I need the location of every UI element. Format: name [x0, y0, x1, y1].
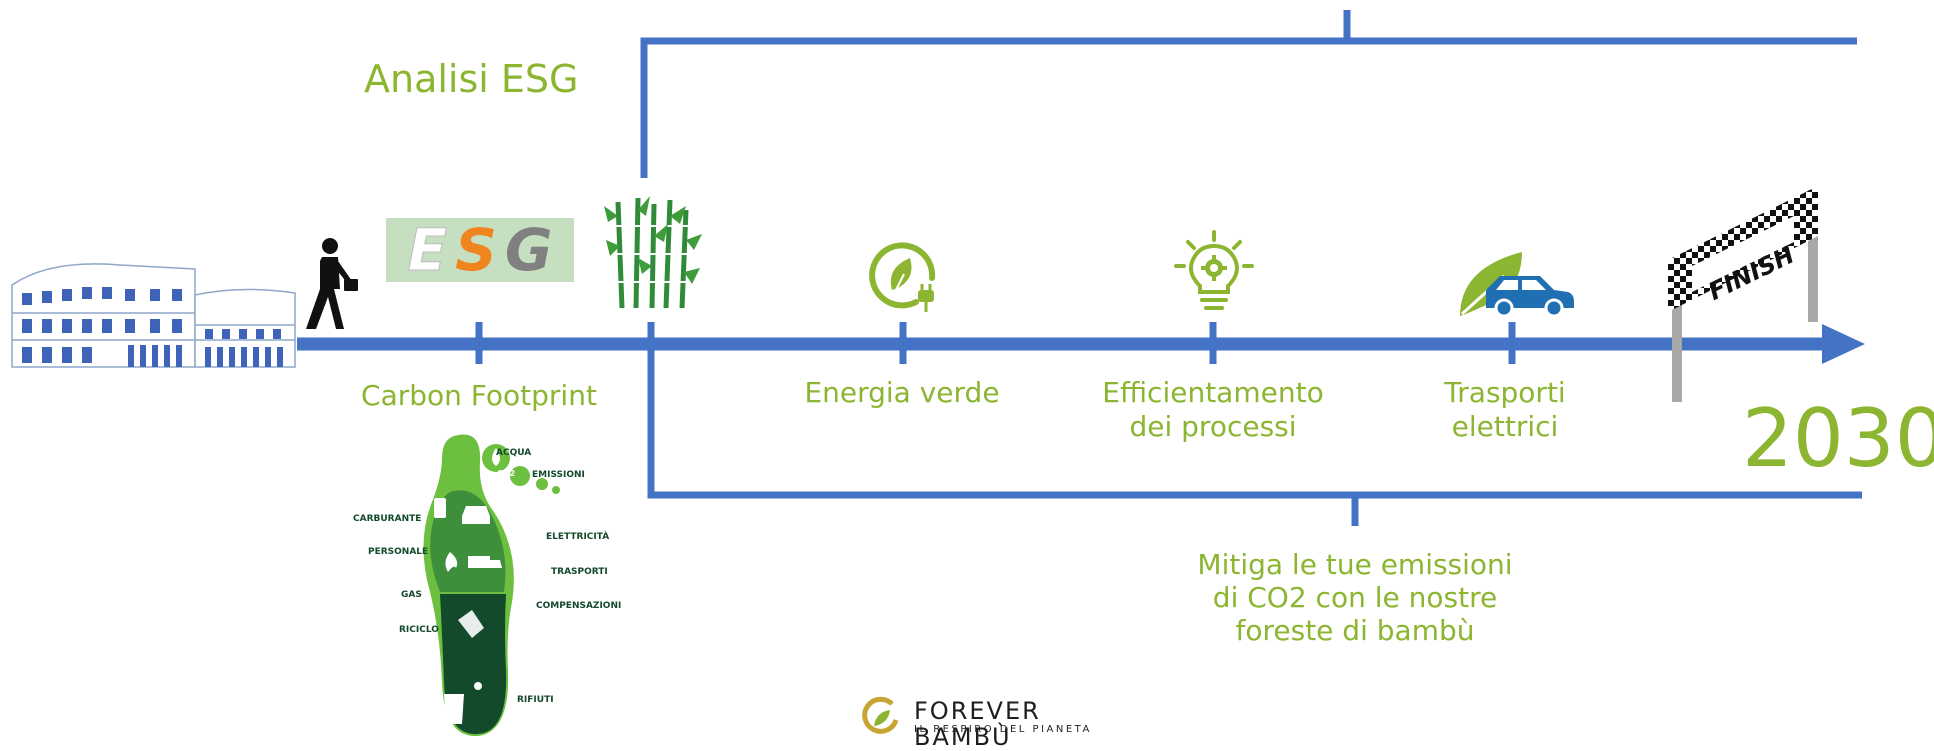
lower-bracket: [647, 345, 1862, 499]
milestone-label-efficientamento-line2: dei processi: [1129, 410, 1297, 443]
logo-tagline: IL RESPIRO DEL PIANETA: [914, 724, 1092, 735]
bamboo-offset-note: Mitiga le tue emissioni di CO2 con le no…: [1155, 548, 1555, 647]
esg-letter-g: G: [504, 216, 553, 284]
footprint-label-carburante: CARBURANTE: [353, 514, 422, 524]
target-year: 2030: [1742, 392, 1934, 485]
milestone-label-trasporti-line2: elettrici: [1451, 410, 1559, 443]
milestone-label-trasporti: Trasporti elettrici: [1355, 376, 1655, 444]
footprint-label-emissioni: EMISSIONI: [532, 470, 585, 480]
bamboo-icon: [604, 196, 702, 309]
upper-bracket: [640, 37, 1857, 178]
milestone-label-efficientamento-line1: Efficientamento: [1102, 376, 1324, 409]
footprint-label-gas: GAS: [401, 590, 422, 600]
milestone-label-efficientamento: Efficientamento dei processi: [1063, 376, 1363, 444]
analisi-esg-label: Analisi ESG: [364, 57, 579, 101]
milestone-label-trasporti-line1: Trasporti: [1444, 376, 1566, 409]
bamboo-offset-note-line2: di CO2 con le nostre: [1212, 581, 1498, 614]
finish-gate-icon: FINISH: [1668, 186, 1818, 402]
timeline-arrowhead: [1822, 324, 1865, 364]
footprint-label-compensazioni: COMPENSAZIONI: [536, 601, 622, 611]
lightbulb-gear-icon: [1174, 230, 1254, 310]
footprint-icon: [423, 434, 514, 736]
footprint-label-co2: CO2: [497, 469, 516, 478]
electric-car-icon: [1460, 252, 1574, 318]
footprint-label-elettricita: ELETTRICITÀ: [546, 532, 610, 542]
bamboo-offset-note-line1: Mitiga le tue emissioni: [1197, 548, 1513, 581]
forever-bambu-logo: FOREVER BAMBÙ IL RESPIRO DEL PIANETA: [862, 694, 1142, 750]
esg-letter-e: E: [407, 216, 448, 284]
footprint-label-personale: PERSONALE: [368, 547, 429, 557]
green-energy-icon: [869, 242, 936, 312]
bamboo-offset-note-line3: foreste di bambù: [1235, 614, 1475, 647]
esg-letter-s: S: [455, 216, 497, 284]
footprint-label-rifiuti: RIFIUTI: [517, 695, 554, 705]
businessman-icon: [306, 238, 358, 329]
milestone-label-carbon-footprint: Carbon Footprint: [361, 379, 597, 412]
footprint-label-riciclo: RICICLO: [399, 625, 439, 635]
carbon-footprint-graphic: CO2 ACQUA EMISSIONI CARBURANTE ELETTRICI…: [350, 432, 622, 736]
water-drop-icon: [482, 444, 560, 494]
esg-badge: E S G: [386, 218, 574, 282]
bamboo-leaf-logo-icon: [862, 696, 899, 734]
office-building-icon: [11, 263, 296, 368]
footprint-label-acqua: ACQUA: [496, 448, 532, 458]
footprint-label-trasporti: TRASPORTI: [551, 567, 608, 577]
milestone-label-energia-verde: Energia verde: [804, 376, 1000, 409]
